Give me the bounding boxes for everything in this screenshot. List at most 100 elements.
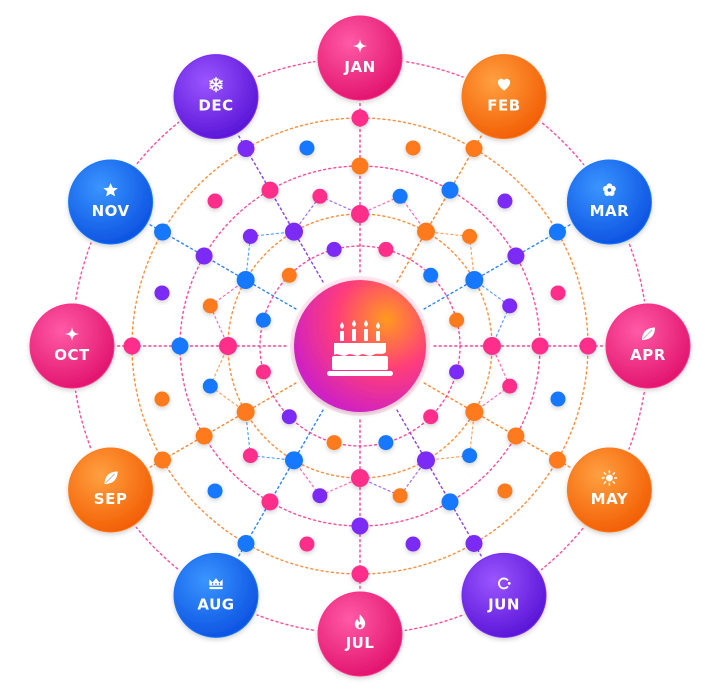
- month-label: MAR: [590, 202, 630, 220]
- month-node-jul[interactable]: JUL: [315, 589, 405, 679]
- connector-line: [359, 459, 427, 497]
- node-dots: [123, 109, 597, 583]
- node-dot: [236, 271, 255, 289]
- node-dot: [548, 451, 566, 469]
- month-node-apr[interactable]: APR: [603, 301, 693, 391]
- month-label: JUL: [345, 634, 375, 652]
- node-dot: [207, 193, 223, 209]
- node-dot: [441, 181, 459, 199]
- month-label: APR: [630, 346, 666, 364]
- node-dot: [531, 337, 549, 355]
- month-node-feb[interactable]: FEB: [459, 51, 549, 142]
- node-dot: [312, 188, 328, 204]
- month-label: MAY: [591, 490, 629, 508]
- month-label: OCT: [54, 346, 90, 364]
- spoke-line: [146, 222, 297, 310]
- connector-line: [425, 231, 475, 281]
- node-dot: [465, 534, 483, 552]
- node-dot: [351, 109, 369, 127]
- node-dot: [312, 488, 328, 504]
- node-dot: [483, 337, 501, 355]
- node-dot: [417, 222, 435, 241]
- month-node-may[interactable]: MAY: [564, 445, 655, 535]
- month-node-jan[interactable]: JAN: [315, 13, 405, 103]
- month-node-oct[interactable]: OCT: [27, 301, 117, 391]
- node-dot: [550, 285, 566, 301]
- node-dot: [299, 536, 315, 552]
- node-dot: [236, 403, 255, 421]
- node-dot: [378, 241, 394, 257]
- node-dot: [449, 312, 465, 328]
- node-dot: [202, 378, 218, 394]
- node-dot: [351, 205, 369, 223]
- node-dot: [423, 267, 439, 283]
- node-dot: [195, 247, 213, 265]
- connector-line: [209, 279, 247, 347]
- month-node-aug[interactable]: AUG: [171, 550, 261, 641]
- node-dot: [405, 536, 421, 552]
- node-dot: [255, 312, 271, 328]
- spoke-line: [396, 409, 484, 560]
- node-dot: [579, 337, 597, 355]
- node-dot: [392, 488, 408, 504]
- node-dot: [351, 565, 369, 583]
- spoke-line: [236, 409, 324, 560]
- month-node-sep[interactable]: SEP: [65, 445, 156, 535]
- node-dot: [123, 337, 141, 355]
- node-dot: [281, 409, 297, 425]
- node-dot: [405, 140, 421, 156]
- connector-line: [425, 411, 475, 461]
- month-node-jun[interactable]: JUN: [459, 550, 549, 641]
- month-label: DEC: [198, 97, 233, 115]
- spoke-line: [236, 132, 324, 283]
- connector-line: [293, 459, 361, 497]
- node-dot: [154, 285, 170, 301]
- spoke-line: [396, 132, 484, 283]
- spoke-line: [423, 222, 574, 310]
- node-dot: [497, 483, 513, 499]
- node-dot: [497, 193, 513, 209]
- node-dot: [449, 364, 465, 380]
- month-node-dec[interactable]: DEC: [171, 51, 261, 142]
- spoke-line: [423, 382, 574, 470]
- node-dot: [423, 409, 439, 425]
- node-dot: [550, 391, 566, 407]
- connector-line: [473, 345, 511, 413]
- node-dot: [195, 427, 213, 445]
- month-nodes: JAN FEB MAR APR MAY JUN JUL AUG SEP OCT NOV DEC: [27, 13, 693, 679]
- node-dot: [465, 140, 483, 158]
- connector-line: [359, 195, 427, 233]
- node-dot: [219, 337, 237, 355]
- month-node-mar[interactable]: MAR: [564, 157, 655, 247]
- center-node[interactable]: [290, 276, 430, 416]
- node-dot: [417, 451, 435, 470]
- connector-line: [293, 195, 361, 233]
- node-dot: [462, 228, 478, 244]
- node-dot: [242, 228, 258, 244]
- connector-line: [209, 345, 247, 413]
- month-label: JUN: [487, 595, 520, 613]
- connector-line: [473, 279, 511, 347]
- node-dot: [465, 271, 484, 289]
- node-dot: [154, 451, 172, 469]
- connector-lines: [113, 99, 607, 593]
- node-dot: [202, 298, 218, 314]
- node-dot: [299, 140, 315, 156]
- node-dot: [237, 140, 255, 158]
- node-dot: [171, 337, 189, 355]
- node-dot: [502, 378, 518, 394]
- month-node-nov[interactable]: NOV: [65, 157, 156, 247]
- month-label: AUG: [197, 595, 234, 613]
- node-dot: [285, 451, 303, 470]
- node-dot: [507, 247, 525, 265]
- month-label: JAN: [343, 58, 375, 76]
- node-dot: [462, 448, 478, 464]
- node-dot: [392, 188, 408, 204]
- node-dot: [255, 364, 271, 380]
- node-dot: [326, 241, 342, 257]
- node-dot: [441, 493, 459, 511]
- node-dot: [351, 157, 369, 175]
- node-dot: [548, 223, 566, 241]
